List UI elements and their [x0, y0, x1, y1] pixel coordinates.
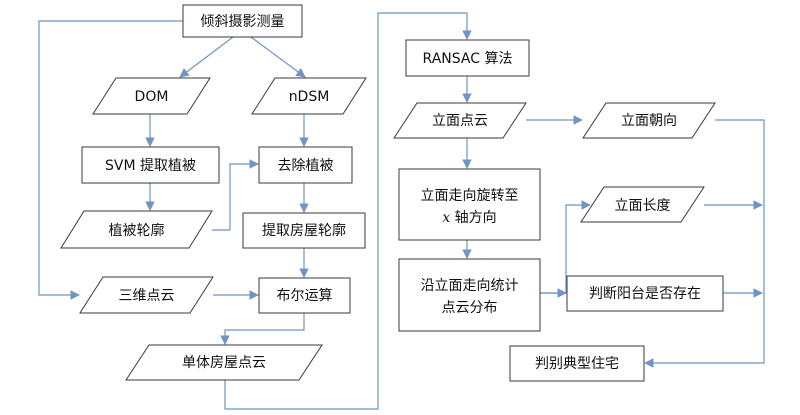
node-ransac-label: RANSAC 算法	[423, 51, 513, 67]
edge-photogrammetry-to-dom	[179, 36, 234, 78]
node-dom: DOM	[92, 77, 211, 115]
node-ransac: RANSAC 算法	[405, 39, 530, 77]
node-boolean-operation: 布尔运算	[258, 277, 351, 314]
node-facade-point-cloud: 立面点云	[393, 102, 527, 139]
edge-vegetation-contour-to-remove-vegetation	[212, 159, 259, 231]
node-svm-extract-vegetation: SVM 提取植被	[81, 146, 220, 184]
edge-boolean-to-single-house	[220, 313, 305, 345]
node-balcony-check: 判断阳台是否存在	[566, 275, 724, 312]
edges	[38, 12, 765, 410]
node-facade-orientation: 立面朝向	[582, 102, 716, 139]
edge-single-house-to-ransac	[224, 12, 472, 410]
node-stats-label-line1: 沿立面走向统计	[421, 278, 519, 294]
node-typical-residence-label: 判别典型住宅	[535, 356, 619, 372]
node-rotate-to-x-axis-label-line1: 立面走向旋转至	[421, 188, 519, 204]
node-remove-vegetation-label: 去除植被	[278, 158, 334, 174]
node-extract-roof-contour: 提取房屋轮廓	[242, 212, 366, 249]
node-single-house-point-cloud: 单体房屋点云	[125, 344, 323, 381]
node-ndsm-label: nDSM	[289, 89, 330, 105]
edge-photogrammetry-to-ndsm	[250, 36, 306, 78]
node-facade-length-label: 立面长度	[615, 198, 671, 214]
node-3d-point-cloud: 三维点云	[79, 276, 214, 314]
node-rotate-to-x-axis: 立面走向旋转至 x 轴方向	[398, 168, 541, 241]
axis-direction-text: 轴方向	[450, 210, 496, 226]
node-oblique-photogrammetry: 倾斜摄影测量	[182, 4, 303, 38]
node-rotate-to-x-axis-label-line2: x 轴方向	[442, 210, 496, 226]
node-single-house-point-cloud-label: 单体房屋点云	[182, 355, 266, 371]
node-3d-point-cloud-label: 三维点云	[119, 288, 175, 304]
node-typical-residence: 判别典型住宅	[509, 345, 645, 382]
node-vegetation-contour: 植被轮廓	[60, 210, 213, 249]
node-ndsm: nDSM	[251, 77, 367, 115]
node-stats-label-line2: 点云分布	[442, 300, 498, 316]
node-remove-vegetation: 去除植被	[258, 146, 353, 184]
node-facade-length: 立面长度	[580, 186, 705, 223]
node-dom-label: DOM	[135, 89, 169, 105]
node-oblique-photogrammetry-label: 倾斜摄影测量	[201, 14, 285, 30]
edge-photogrammetry-to-3d-point-cloud	[38, 20, 183, 300]
node-svm-extract-vegetation-label: SVM 提取植被	[105, 158, 196, 174]
node-point-cloud-distribution-stats: 沿立面走向统计 点云分布	[398, 258, 541, 332]
edge-orientation-to-typical-residence	[644, 119, 765, 368]
node-facade-orientation-label: 立面朝向	[621, 113, 677, 129]
node-facade-point-cloud-label: 立面点云	[432, 113, 488, 129]
x-axis-variable: x	[442, 210, 450, 226]
node-extract-roof-contour-label: 提取房屋轮廓	[262, 222, 346, 239]
node-vegetation-contour-label: 植被轮廓	[109, 222, 165, 239]
node-balcony-check-label: 判断阳台是否存在	[589, 286, 701, 302]
node-boolean-operation-label: 布尔运算	[277, 288, 333, 304]
